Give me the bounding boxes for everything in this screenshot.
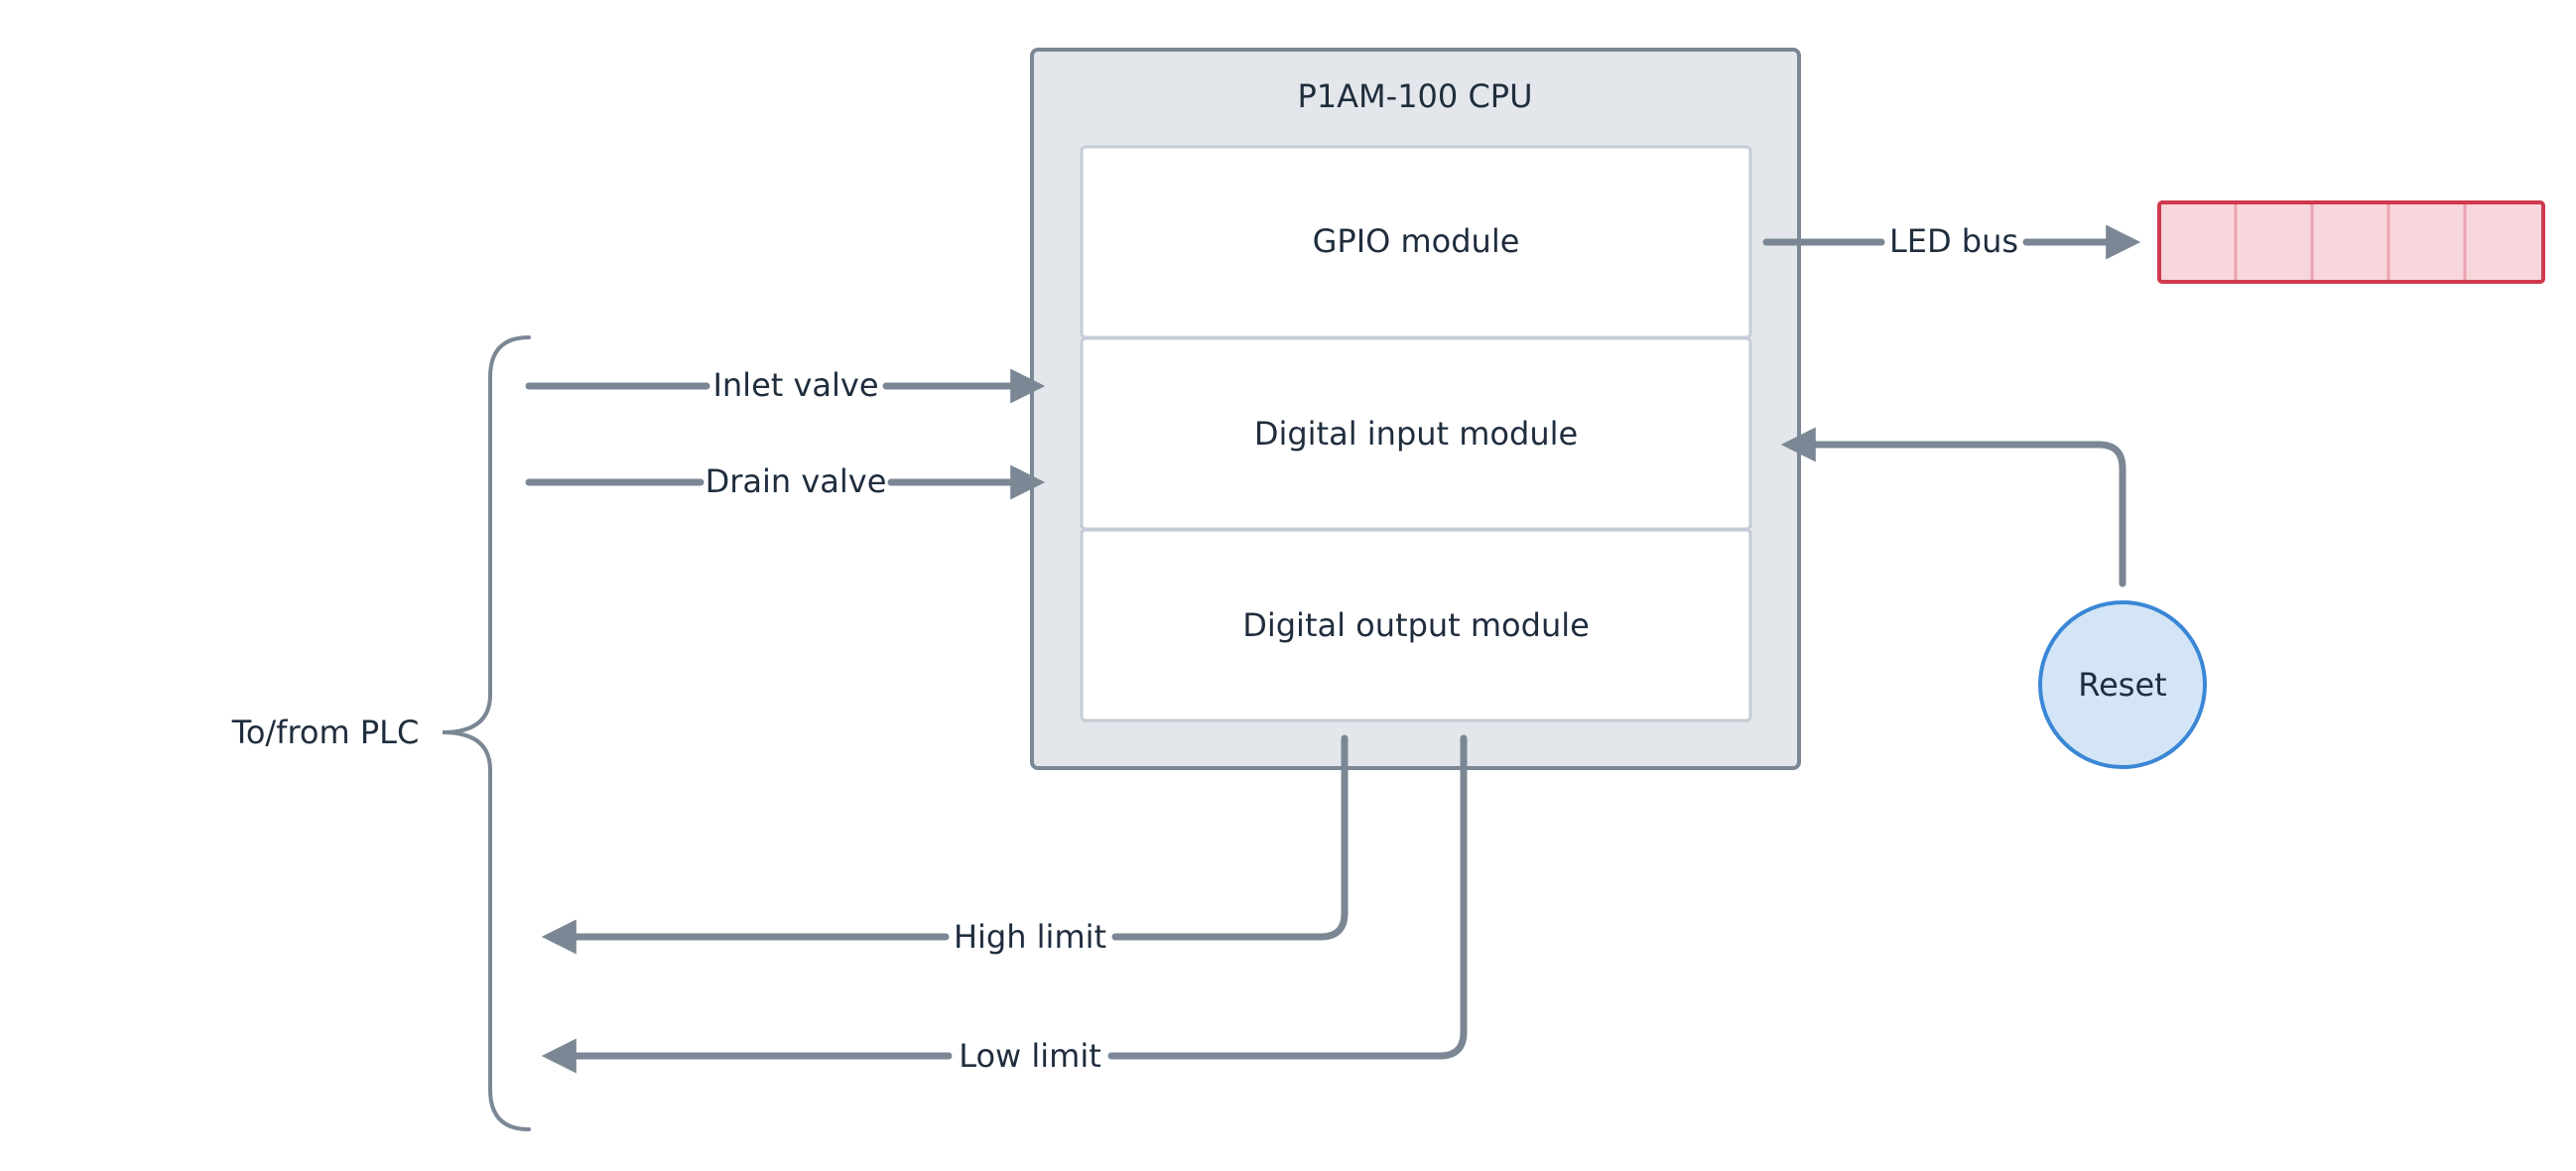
high-limit-label: High limit [954,918,1106,956]
plc-group: To/from PLC [231,335,531,1131]
inlet-valve-label: Inlet valve [712,366,878,404]
reset-button-label: Reset [2078,666,2166,704]
low-limit-wire-right [1107,734,1468,1060]
digital-input-module: Digital input module [1080,336,1752,531]
cpu-enclosure: P1AM-100 CPU GPIO module Digital input m… [1030,48,1801,770]
digital-output-module-label: Digital output module [1242,606,1590,644]
high-limit-wire-right [1111,734,1349,941]
gpio-module: GPIO module [1080,145,1752,339]
inlet-valve-connection: Inlet valve [525,366,1046,404]
cpu-title: P1AM-100 CPU [1297,77,1532,115]
plc-group-label: To/from PLC [231,714,420,751]
reset-button-circle[interactable] [2038,600,2207,769]
drain-valve-label: Drain valve [706,462,887,500]
low-limit-label: Low limit [959,1037,1101,1075]
high-limit-connection: High limit [541,734,1349,956]
digital-output-module: Digital output module [1080,528,1752,722]
led-strip [2157,200,2545,284]
plc-group-brace [442,335,531,1131]
low-limit-connection: Low limit [541,734,1468,1075]
reset-connection [1780,427,2126,587]
drain-valve-connection: Drain valve [525,462,1046,500]
led-strip-frame [2157,200,2545,284]
digital-output-module-box [1080,528,1752,722]
reset-button[interactable]: Reset [2038,600,2207,769]
led-bus-connection: LED bus [1762,222,2141,260]
digital-input-module-label: Digital input module [1254,415,1578,453]
led-bus-label: LED bus [1889,222,2018,260]
reset-wire [1780,427,2126,587]
gpio-module-label: GPIO module [1313,222,1520,260]
